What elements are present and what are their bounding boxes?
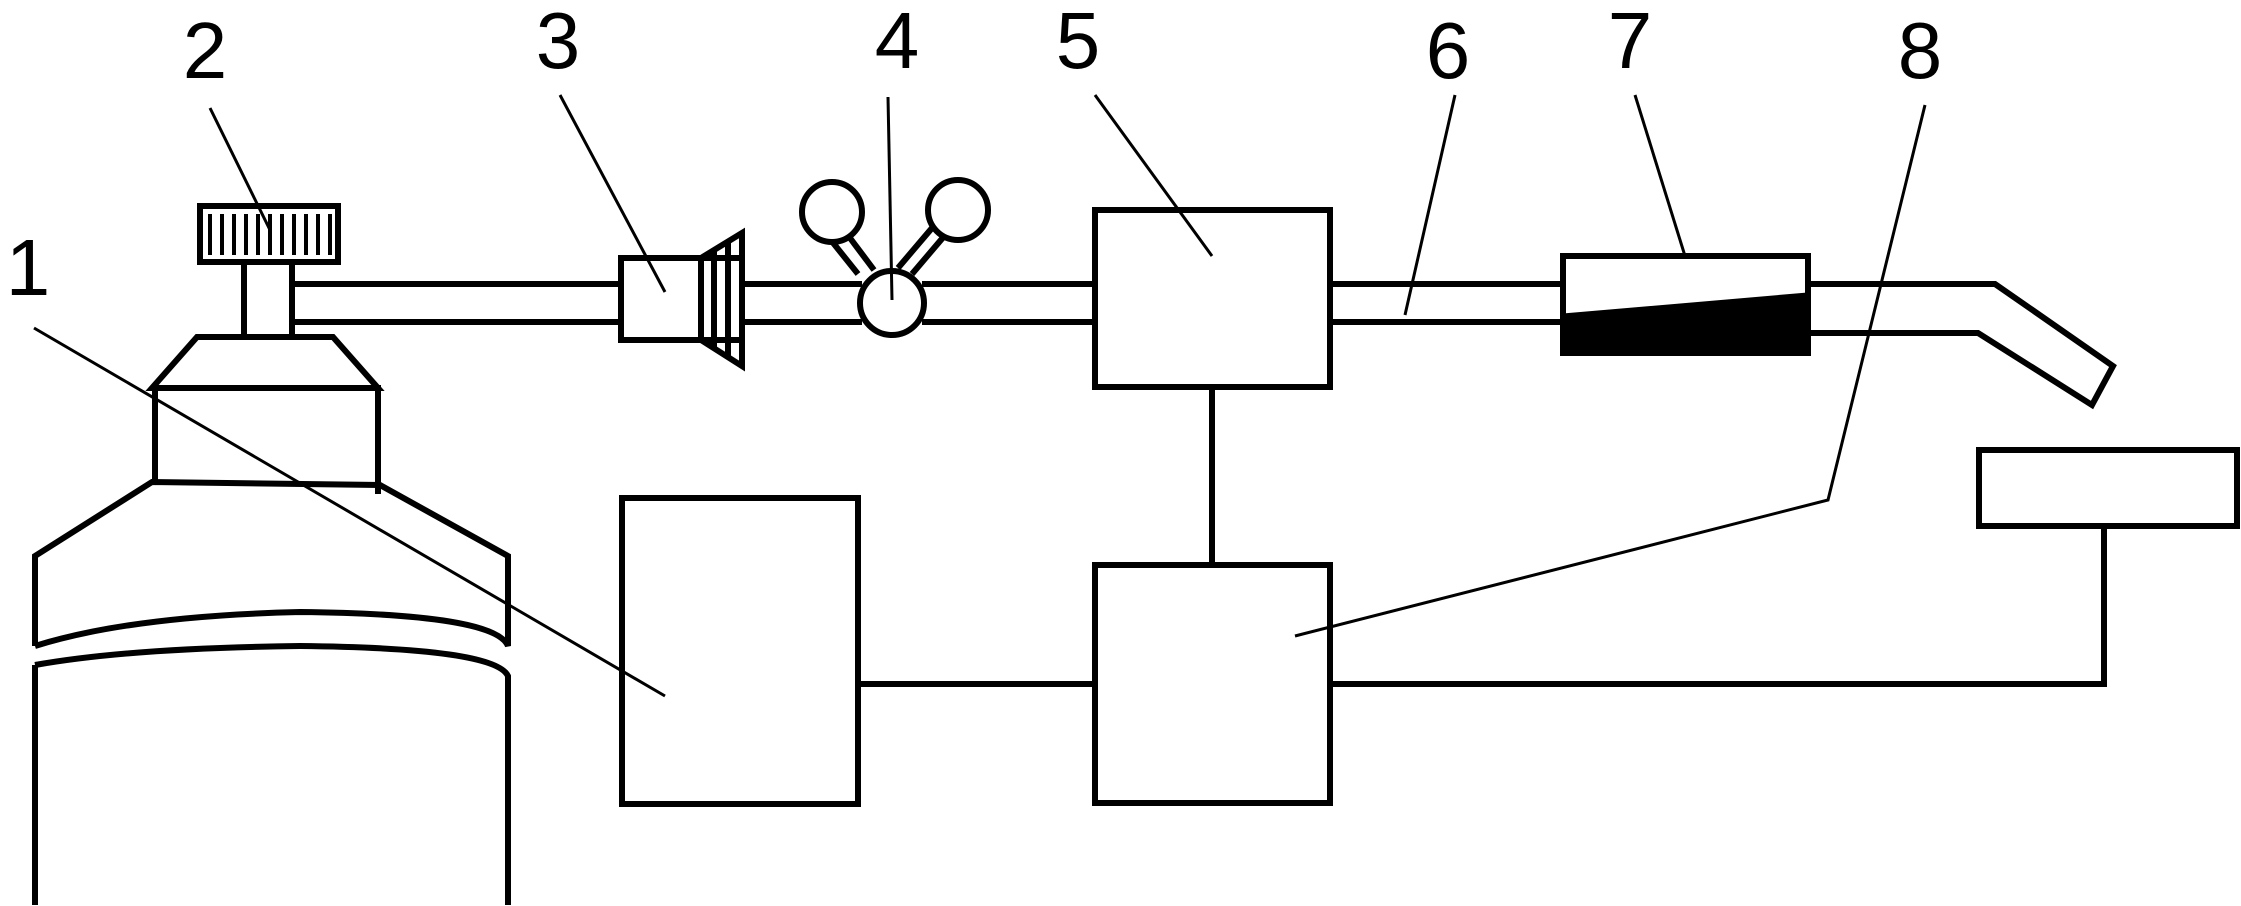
leader-7 bbox=[1633, 94, 1687, 257]
right-gauge bbox=[925, 177, 991, 243]
bottle bbox=[32, 203, 511, 905]
leader-5 bbox=[1093, 94, 1214, 257]
callout-2: 2 bbox=[183, 6, 228, 95]
callout-6: 6 bbox=[1426, 6, 1471, 95]
callout-4: 4 bbox=[875, 0, 920, 85]
wiring bbox=[858, 526, 2107, 687]
callout-8: 8 bbox=[1898, 6, 1943, 95]
leader-2 bbox=[208, 107, 272, 231]
gas-pipe bbox=[292, 281, 2117, 410]
callout-1: 1 bbox=[6, 223, 51, 312]
leader-3 bbox=[558, 94, 667, 293]
coupling bbox=[618, 227, 745, 372]
right-plate bbox=[1976, 447, 2240, 529]
center-lower-box bbox=[1092, 562, 1333, 806]
leader-lines bbox=[33, 94, 1927, 698]
torch-handle bbox=[1560, 253, 1811, 356]
left-lower-box bbox=[619, 495, 861, 807]
callout-labels: 1 2 3 4 5 6 7 8 bbox=[6, 0, 1943, 312]
knob-cap bbox=[197, 203, 341, 265]
left-gauge bbox=[799, 179, 865, 245]
leader-6 bbox=[1403, 94, 1457, 316]
callout-5: 5 bbox=[1056, 0, 1101, 85]
upper-control-box bbox=[1092, 207, 1333, 390]
callout-7: 7 bbox=[1608, 0, 1653, 85]
leader-1 bbox=[33, 326, 666, 698]
leader-8 bbox=[1294, 104, 1927, 638]
gauge-valve bbox=[799, 177, 991, 338]
callout-3: 3 bbox=[536, 0, 581, 85]
leader-4 bbox=[886, 96, 894, 301]
